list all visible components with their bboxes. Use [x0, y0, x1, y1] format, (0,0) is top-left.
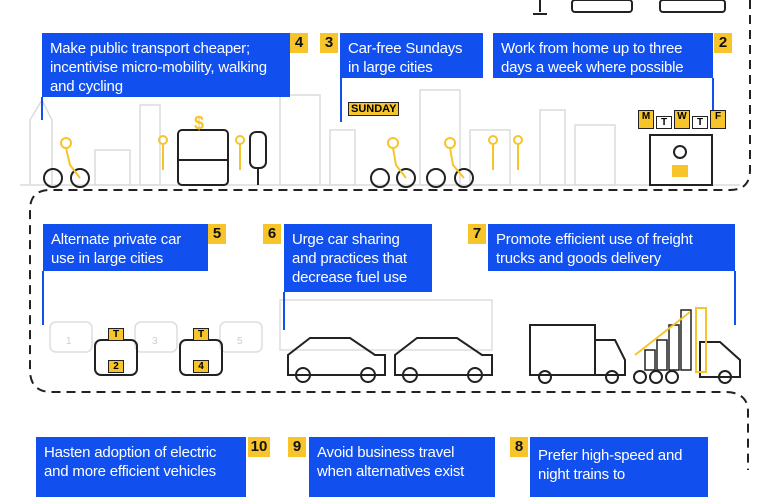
car-icon: [533, 0, 726, 15]
plate-label: 5: [237, 336, 243, 347]
dollar-icon: $: [194, 113, 205, 133]
measure-3-number: 3: [320, 33, 338, 53]
bus-icon: [177, 129, 267, 186]
plate-label: 4: [193, 360, 209, 373]
bicycle-icon: [43, 168, 474, 188]
weekday-label: F: [710, 110, 726, 129]
weekday-label: T: [656, 116, 672, 129]
plate-label: 1: [66, 336, 72, 347]
weekday-calendar: M T W T F: [638, 110, 726, 129]
dashed-route-row1: [29, 0, 751, 470]
measure-7-box: Promote efficient use of freight trucks …: [488, 224, 735, 271]
weekday-label: M: [638, 110, 654, 129]
measure-9-box: Avoid business travel when alternatives …: [309, 437, 495, 497]
roof-sign: T: [108, 328, 124, 341]
car-with-plate-icon: [94, 324, 741, 384]
plate-label: 2: [108, 360, 124, 373]
measure-6-number: 6: [263, 224, 281, 244]
city-skyline: [20, 89, 740, 186]
measure-4-box: Make public transport cheaper; incentivi…: [42, 33, 290, 97]
measure-2-box: Work from home up to three days a week w…: [493, 33, 713, 78]
sunday-sign: SUNDAY: [348, 102, 400, 116]
measure-7-number: 7: [468, 224, 486, 244]
measure-2-number: 2: [714, 33, 732, 53]
measure-10-number: 10: [248, 437, 270, 457]
measure-6-box: Urge car sharing and practices that decr…: [284, 224, 432, 292]
cyclist-figure-icon: [60, 135, 523, 179]
weekday-label: W: [674, 110, 690, 129]
parked-car-icon: [49, 299, 493, 353]
measure-10-box: Hasten adoption of electric and more eff…: [36, 437, 246, 497]
measure-9-number: 9: [288, 437, 306, 457]
measure-8-box: Prefer high-speed and night trains to: [530, 437, 708, 497]
measure-5-number: 5: [208, 224, 226, 244]
roof-sign: T: [193, 328, 209, 341]
measure-8-number: 8: [510, 437, 528, 457]
growth-chart-icon: [644, 309, 692, 371]
measure-5-box: Alternate private car use in large citie…: [43, 224, 208, 271]
measure-3-box: Car-free Sundays in large cities: [340, 33, 483, 78]
plate-label: 3: [152, 336, 158, 347]
illustration-background: [20, 0, 751, 470]
measure-4-number: 4: [290, 33, 308, 53]
weekday-label: T: [692, 116, 708, 129]
home-office-icon: [649, 134, 713, 186]
